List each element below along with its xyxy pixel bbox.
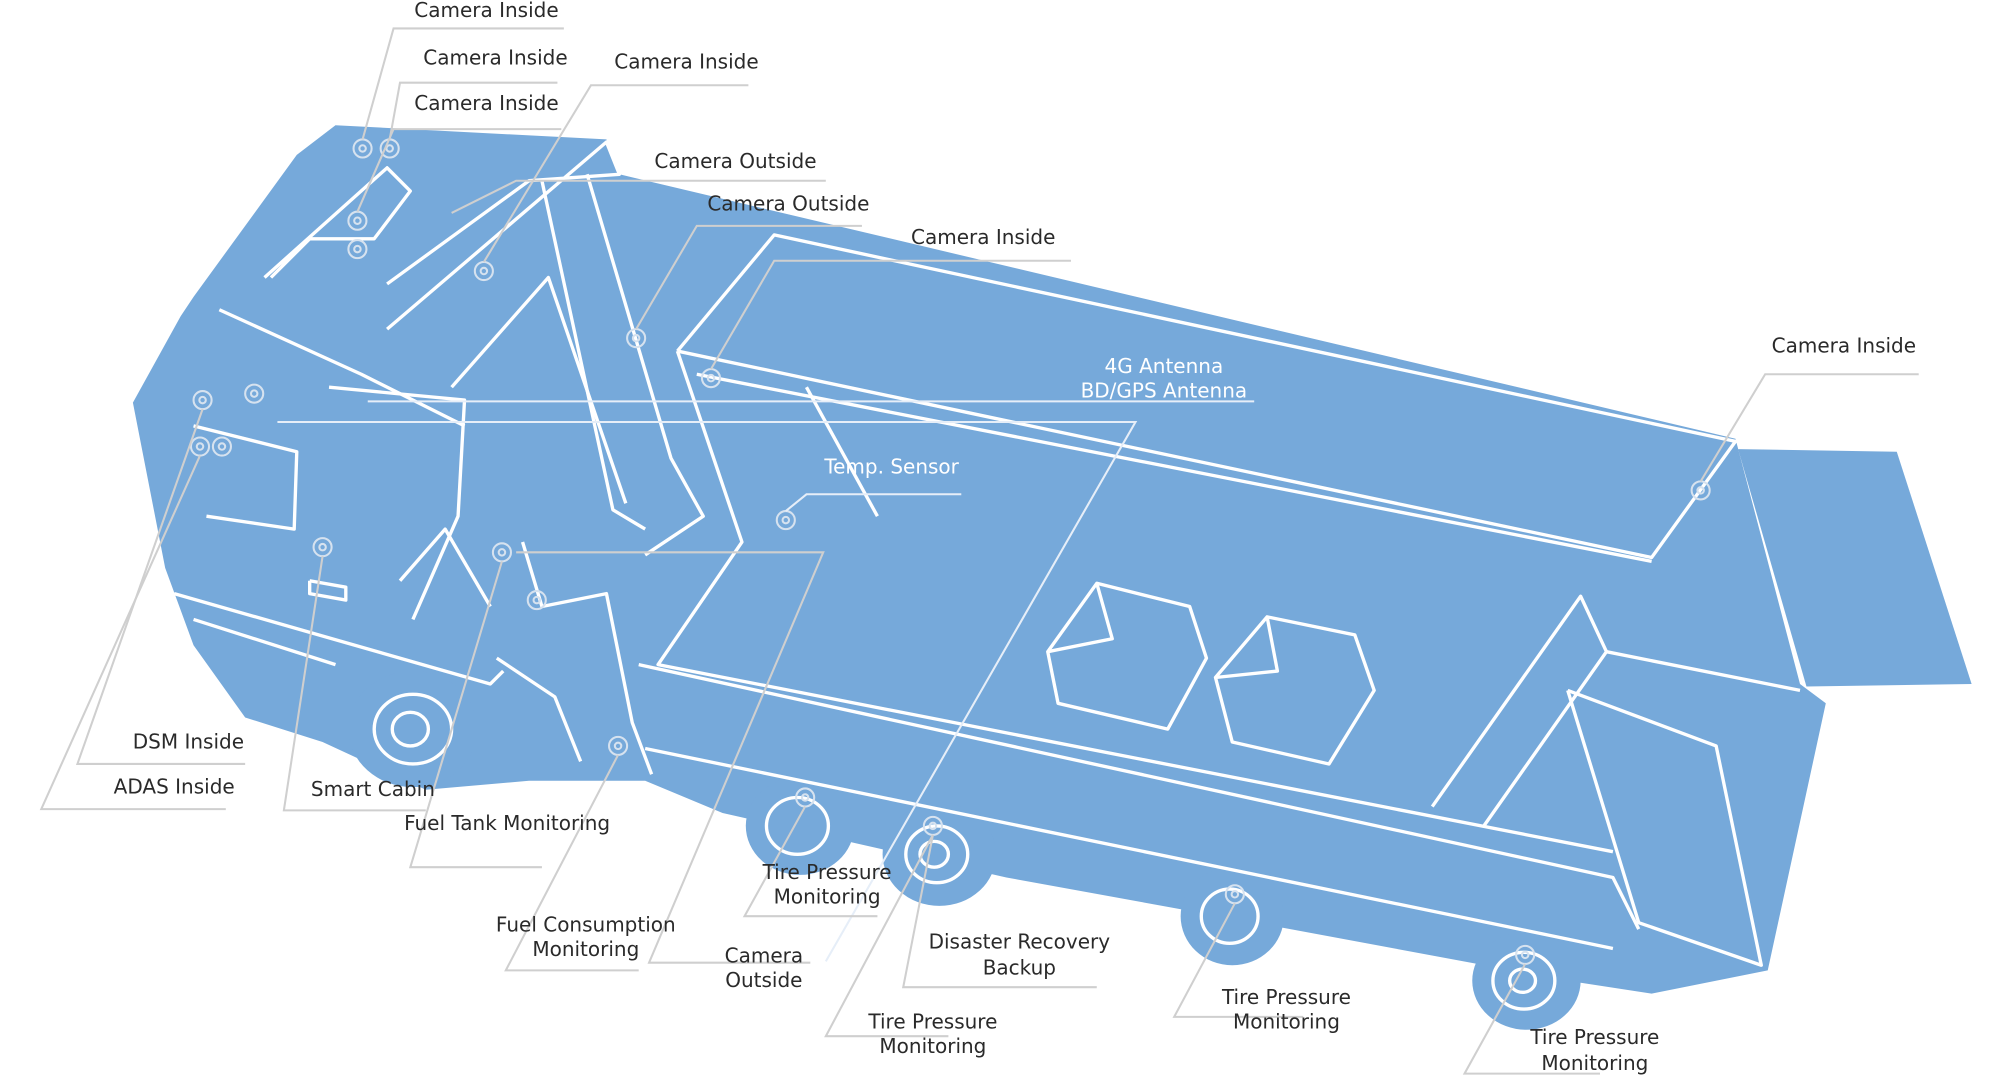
label-camera-inside-rear: Camera Inside xyxy=(1772,333,1916,357)
label-camera-outside: Camera Outside xyxy=(654,149,816,173)
label-adas-inside: ADAS Inside xyxy=(114,775,235,799)
sensor-icon xyxy=(211,436,232,457)
label-camera-inside: Camera Inside xyxy=(414,91,558,115)
sensor-icon xyxy=(526,590,547,611)
label-gps-antenna: BD/GPS Antenna xyxy=(1081,379,1248,403)
label-disaster-recovery: Disaster Recovery xyxy=(929,929,1111,953)
sensor-icon xyxy=(347,239,368,260)
label-tire-pressure: Monitoring xyxy=(1233,1009,1340,1033)
label-disaster-recovery: Backup xyxy=(983,955,1056,979)
truck-illustration xyxy=(132,125,1972,1030)
label-camera-inside: Camera Inside xyxy=(414,0,558,22)
label-tire-pressure: Tire Pressure xyxy=(867,1009,997,1033)
label-tire-pressure: Tire Pressure xyxy=(762,860,892,884)
sensor-icon xyxy=(626,328,647,349)
label-fuel-tank: Fuel Tank Monitoring xyxy=(404,811,610,835)
sensor-icon xyxy=(473,260,494,282)
label-4g-antenna: 4G Antenna xyxy=(1105,354,1224,378)
label-camera-inside: Camera Inside xyxy=(614,49,758,73)
sensor-icon xyxy=(312,537,333,558)
label-tire-pressure: Tire Pressure xyxy=(1221,985,1351,1009)
label-camera-outside: Camera Outside xyxy=(707,191,869,215)
label-tire-pressure: Monitoring xyxy=(1541,1051,1648,1075)
label-dsm-inside: DSM Inside xyxy=(133,729,244,753)
label-temp-sensor: Temp. Sensor xyxy=(823,455,959,479)
labels: Camera Inside Camera Inside Camera Insid… xyxy=(114,0,1916,1075)
sensor-icon xyxy=(244,383,265,404)
label-fuel-consumption: Fuel Consumption xyxy=(496,913,676,937)
label-smart-cabin: Smart Cabin xyxy=(311,777,435,801)
label-tire-pressure: Tire Pressure xyxy=(1529,1025,1659,1049)
label-camera-inside: Camera Inside xyxy=(911,225,1055,249)
label-fuel-consumption: Monitoring xyxy=(532,937,639,961)
label-tire-pressure: Monitoring xyxy=(879,1034,986,1058)
label-camera-outside: Camera xyxy=(725,944,804,968)
label-camera-inside: Camera Inside xyxy=(423,46,567,70)
label-tire-pressure: Monitoring xyxy=(774,884,881,908)
label-camera-outside: Outside xyxy=(725,968,802,992)
rear-door xyxy=(1738,449,1972,687)
leader-lines xyxy=(39,27,1919,1075)
truck-body xyxy=(132,125,1826,994)
